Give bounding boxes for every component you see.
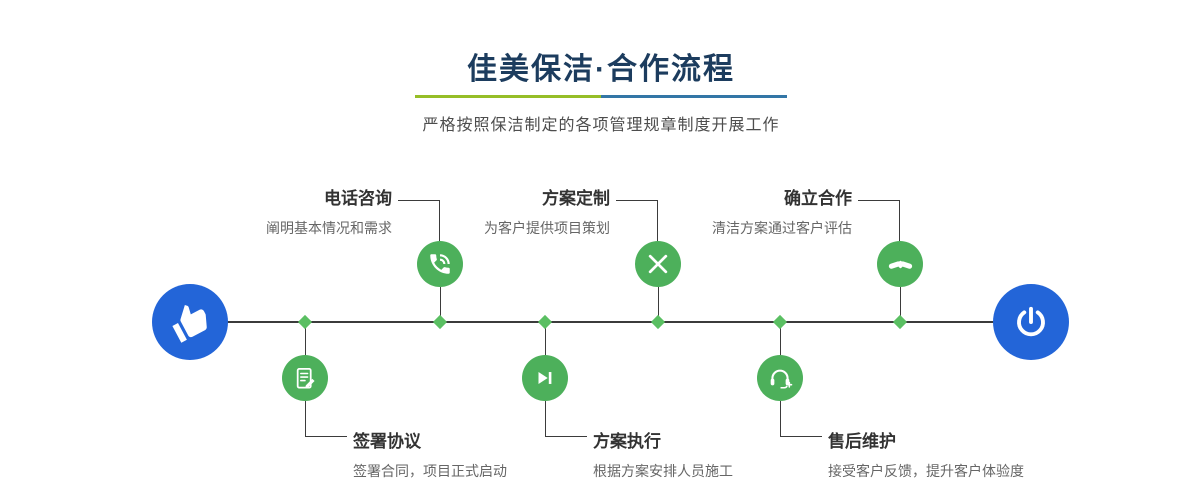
divider-blue-segment	[601, 95, 787, 98]
step-description: 为客户提供项目策划	[484, 220, 610, 236]
connector-line	[616, 200, 658, 241]
step-label-block: 签署协议 签署合同，项目正式启动	[353, 427, 507, 481]
connector-line	[858, 200, 900, 241]
step-description: 根据方案安排人员施工	[593, 463, 733, 479]
step-description: 接受客户反馈，提升客户体验度	[828, 463, 1024, 479]
step-title: 方案执行	[593, 432, 661, 451]
step-icon-circle	[877, 241, 923, 287]
title-divider	[415, 95, 787, 98]
pointing-hand-icon	[171, 303, 209, 343]
step-description: 清洁方案通过客户评估	[712, 220, 852, 236]
timeline-line	[190, 321, 1031, 323]
connector-line	[545, 327, 546, 355]
connector-line	[398, 200, 440, 241]
step-label-block: 电话咨询 阐明基本情况和需求	[266, 184, 392, 238]
divider-green-segment	[415, 95, 601, 98]
step-label-block: 确立合作 清洁方案通过客户评估	[712, 184, 852, 238]
play-icon	[532, 365, 558, 391]
step-title: 签署协议	[353, 432, 421, 451]
end-node	[993, 284, 1069, 360]
tools-icon	[645, 251, 671, 277]
step-icon-circle	[522, 355, 568, 401]
step-icon-circle	[757, 355, 803, 401]
power-icon	[1013, 304, 1049, 340]
step-icon-circle	[282, 355, 328, 401]
step-label-block: 售后维护 接受客户反馈，提升客户体验度	[828, 427, 1024, 481]
document-edit-icon	[293, 366, 318, 391]
step-icon-circle	[635, 241, 681, 287]
connector-line	[658, 287, 659, 317]
connector-line	[780, 327, 781, 355]
step-title: 确立合作	[784, 189, 852, 208]
page-subtitle: 严格按照保洁制定的各项管理规章制度开展工作	[422, 117, 780, 134]
step-title: 售后维护	[828, 432, 896, 451]
connector-line	[305, 401, 347, 437]
connector-line	[900, 287, 901, 317]
page-title: 佳美保洁·合作流程	[467, 53, 735, 86]
connector-line	[305, 327, 306, 355]
phone-icon	[427, 251, 453, 277]
start-node	[152, 284, 228, 360]
handshake-icon	[887, 251, 914, 278]
step-description: 签署合同，项目正式启动	[353, 463, 507, 479]
step-title: 方案定制	[542, 189, 610, 208]
step-label-block: 方案执行 根据方案安排人员施工	[593, 427, 733, 481]
step-icon-circle	[417, 241, 463, 287]
step-description: 阐明基本情况和需求	[266, 220, 392, 236]
connector-line	[780, 401, 822, 437]
headset-plus-icon	[767, 365, 793, 391]
step-label-block: 方案定制 为客户提供项目策划	[484, 184, 610, 238]
connector-line	[440, 287, 441, 317]
connector-line	[545, 401, 587, 437]
step-title: 电话咨询	[324, 189, 392, 208]
